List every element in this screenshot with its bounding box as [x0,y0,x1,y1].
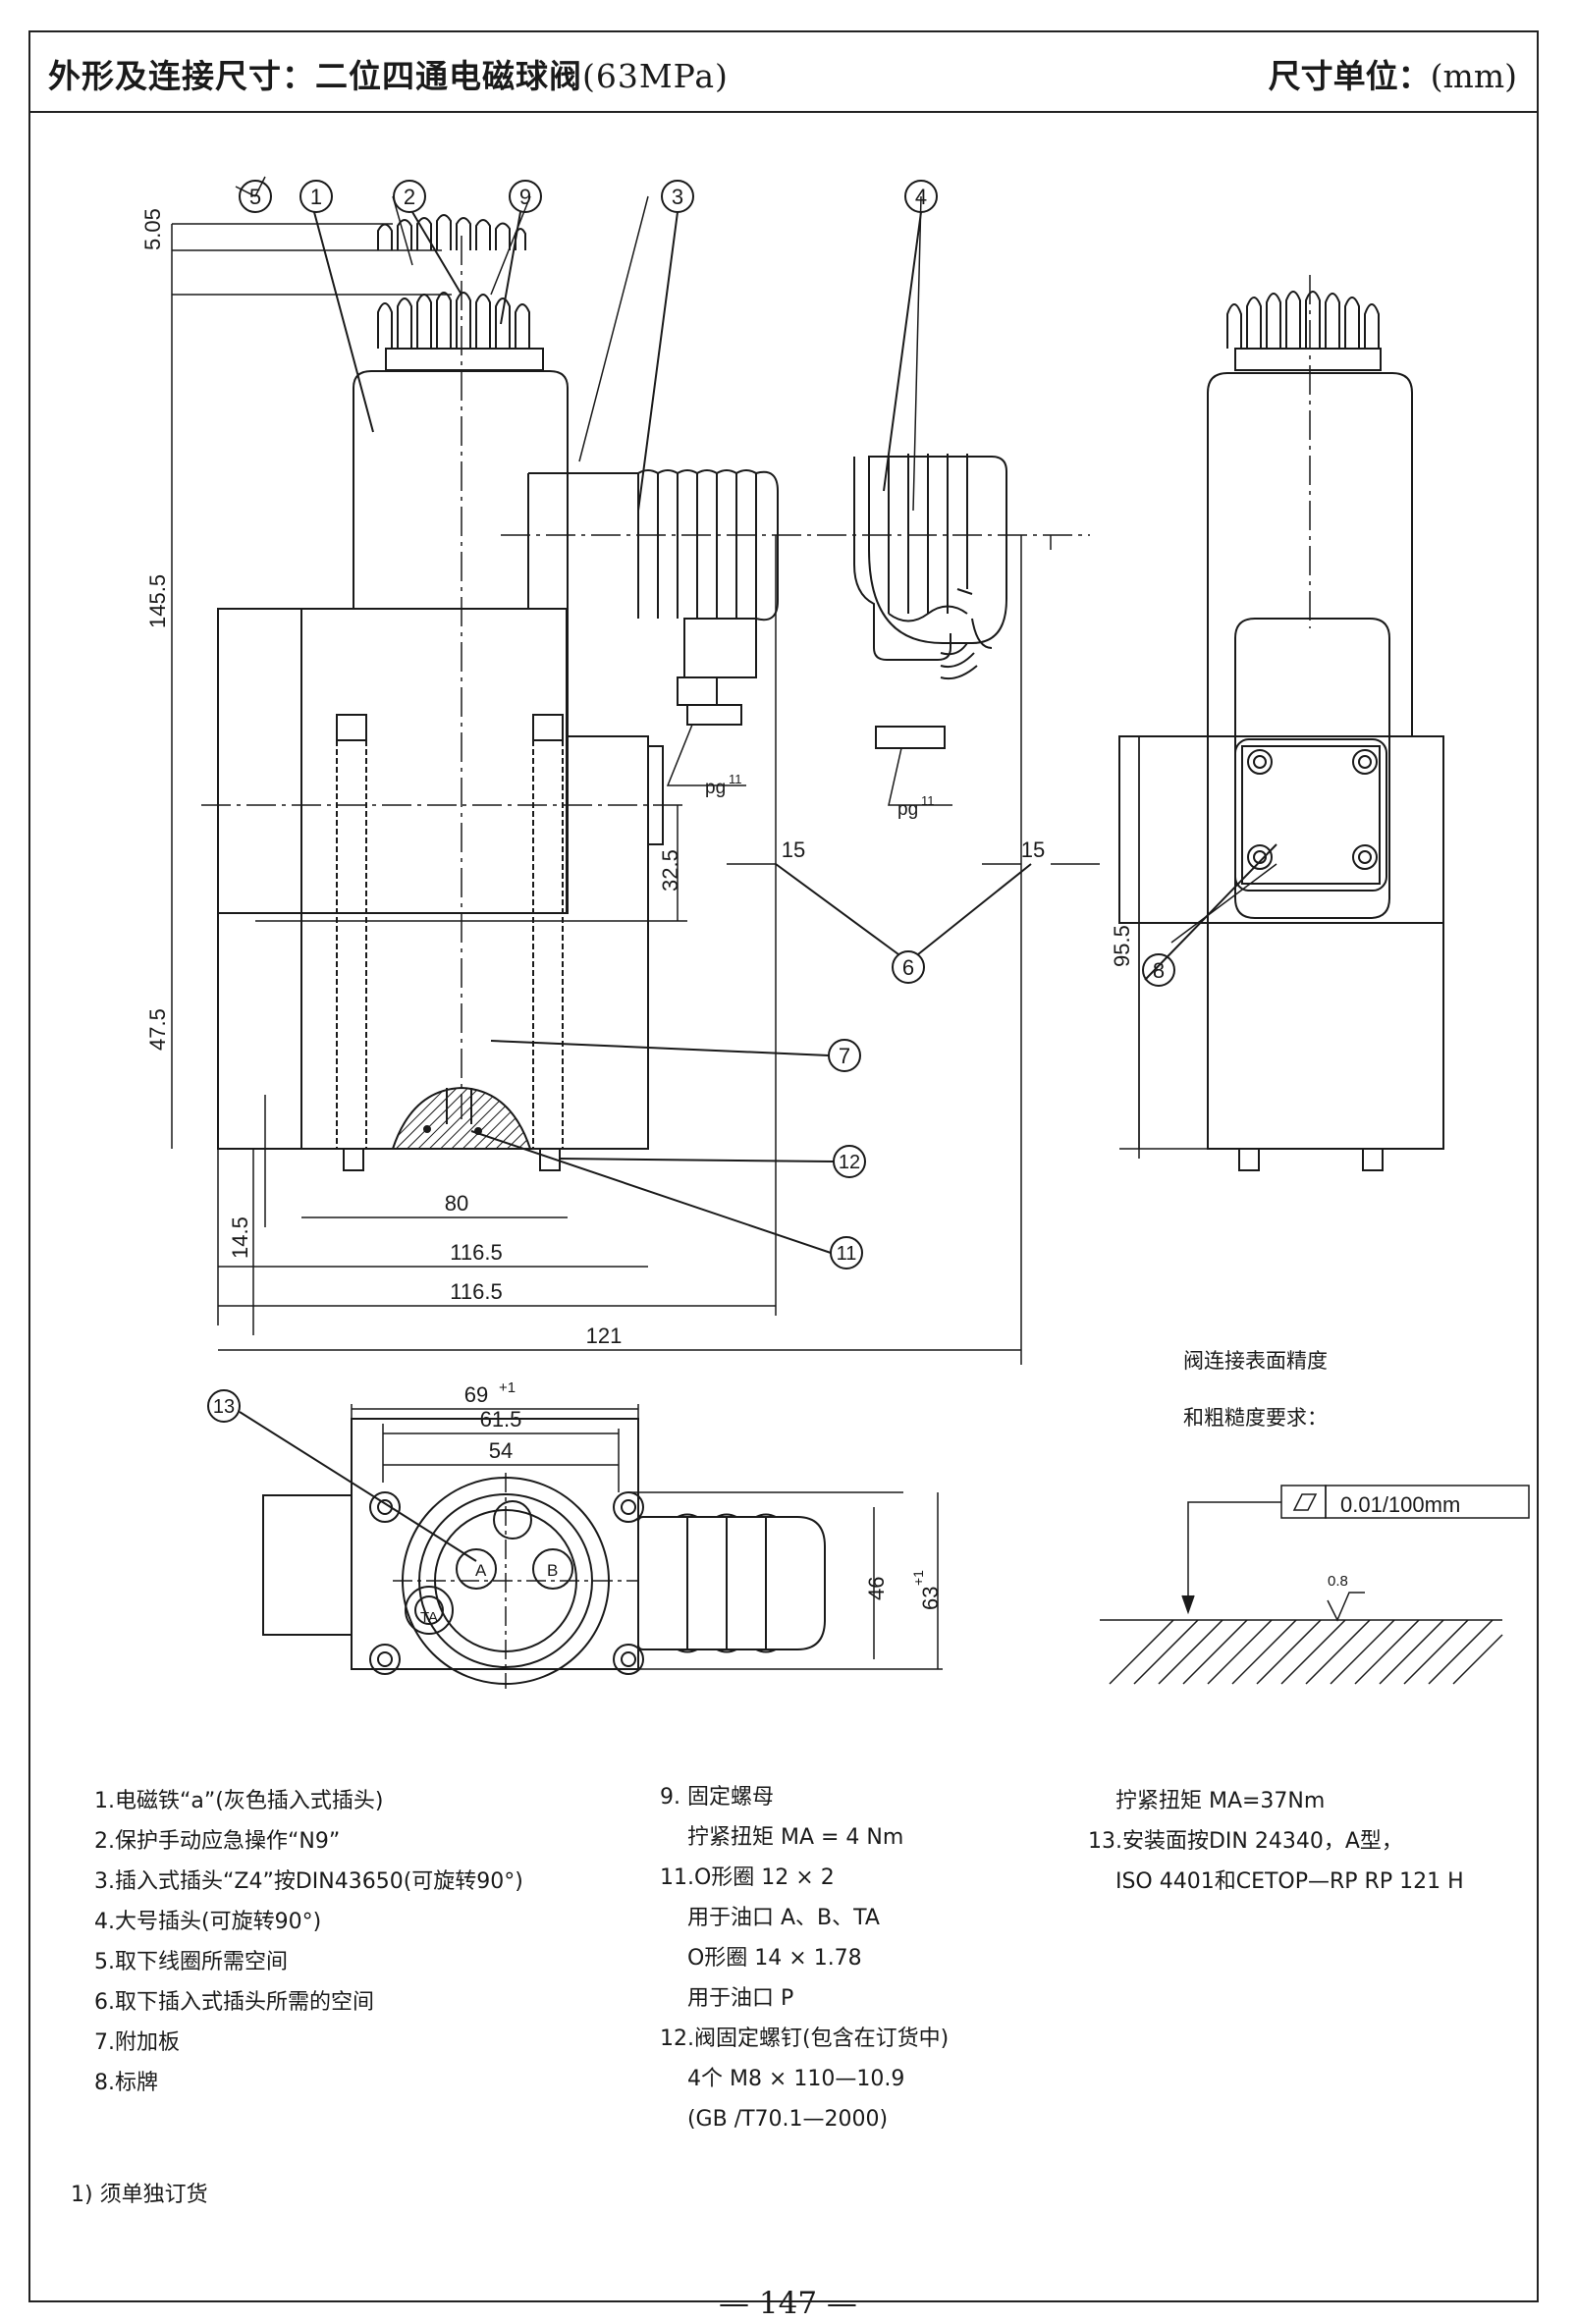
note-13-standards: ISO 4401和CETOP—RP RP 121 H [1088,1869,1464,1894]
callout-13: 13 [207,1389,241,1423]
note-2: 2.保护手动应急操作“N9” [94,1829,341,1854]
note-11: 11.O形圈 12 × 2 [660,1865,835,1890]
svg-text:4: 4 [915,185,927,209]
notes-right: 拧紧扭矩 MA=37Nm 13.安装面按DIN 24340，A型， ISO 44… [1088,1781,1464,1902]
dim-80: 80 [445,1191,468,1216]
svg-text:7: 7 [839,1044,850,1068]
note-12-standard: (GB /T70.1—2000) [660,2107,889,2132]
side-view [201,214,1090,1171]
page-title: 外形及连接尺寸：二位四通电磁球阀(63MPa) [48,50,729,97]
dim-63-tol: +1 [910,1570,926,1586]
dim-15-a: 15 [782,838,805,862]
dim-15-b: 15 [1021,838,1045,862]
callout-5: 5 [239,180,272,213]
callout-1: 1 [299,180,333,213]
unit-mm: (mm) [1430,57,1517,95]
note-4: 4.大号插头(可旋转90°) [94,1910,322,1934]
note-11-ports: 用于油口 A、B、TA [660,1906,880,1930]
note-12-bolts: 4个 M8 × 110—10.9 [660,2067,905,2091]
dim-61-5: 61.5 [480,1407,522,1432]
port-a-label: A [475,1561,487,1580]
page-frame: 外形及连接尺寸：二位四通电磁球阀(63MPa) 尺寸单位：(mm) [28,30,1539,2302]
note-11-port-p: 用于油口 P [660,1986,794,2011]
svg-text:3: 3 [672,185,683,209]
note-6: 6.取下插入式插头所需的空间 [94,1990,374,2015]
svg-text:8: 8 [1153,958,1165,983]
footnote-text: 1) 须单独订货 [71,2183,208,2207]
dim-116-5-b: 116.5 [450,1279,502,1304]
dim-63: 63 [918,1587,943,1610]
callout-2: 2 [393,180,426,213]
port-b-label: B [547,1561,558,1580]
notes-middle: 9. 固定螺母 拧紧扭矩 MA = 4 Nm 11.O形圈 12 × 2 用于油… [660,1777,949,2139]
roughness-value: 0.8 [1328,1573,1348,1590]
svg-text:12: 12 [839,1152,860,1173]
dimension-lines [171,176,1277,1670]
note-1: 1.电磁铁“a”(灰色插入式插头) [94,1789,384,1813]
flatness-value: 0.01/100mm [1340,1492,1460,1517]
note-9-torque: 拧紧扭矩 MA = 4 Nm [660,1825,904,1850]
svg-text:6: 6 [902,955,914,980]
port-ta-label: TA [420,1609,438,1626]
dim-5-05: 5.05 [140,208,165,250]
title-cn: 外形及连接尺寸：二位四通电磁球阀 [48,57,582,95]
svg-text:9: 9 [519,185,531,209]
note-8: 8.标牌 [94,2071,158,2095]
pg-sub-3: 11 [729,772,742,786]
svg-text:2: 2 [404,185,415,209]
note-11-oring-2: O形圈 14 × 1.78 [660,1946,862,1971]
note-12-torque: 拧紧扭矩 MA=37Nm [1088,1789,1326,1813]
svg-text:11: 11 [837,1243,857,1265]
pg-label-3: pg [705,778,726,798]
callout-8: 8 [1142,953,1175,987]
unit-label: 尺寸单位：(mm) [1269,50,1517,97]
unit-cn: 尺寸单位： [1268,57,1431,95]
plug-connector-3 [527,469,779,726]
header-bar: 外形及连接尺寸：二位四通电磁球阀(63MPa) 尺寸单位：(mm) [30,32,1537,113]
note-13: 13.安装面按DIN 24340，A型， [1088,1829,1403,1854]
dim-69-tol: +1 [499,1379,516,1396]
dim-46: 46 [864,1577,889,1600]
note-5: 5.取下线圈所需空间 [94,1950,288,1974]
dim-121: 121 [586,1324,623,1348]
note-7: 7.附加板 [94,2030,180,2055]
note-12: 12.阀固定螺钉(包含在订货中) [660,2027,950,2051]
dim-145-5: 145.5 [145,574,170,628]
title-pressure: (63MPa) [582,57,729,95]
svg-text:13: 13 [213,1396,235,1418]
footnote: 1) 须单独订货 [71,2175,208,2215]
dim-14-5: 14.5 [228,1216,252,1259]
notes-left: 1.电磁铁“a”(灰色插入式插头) 2.保护手动应急操作“N9” 3.插入式插头… [94,1781,523,2103]
callout-9: 9 [509,180,542,213]
surface-title-line1: 阀连接表面精度 [1183,1350,1328,1373]
dim-95-5: 95.5 [1110,925,1134,967]
page-number: — 147 — [719,2286,857,2321]
surface-title-line2: 和粗糙度要求： [1183,1407,1328,1430]
dim-116-5-a: 116.5 [450,1240,502,1265]
dim-47-5: 47.5 [145,1008,170,1051]
dim-69: 69 [464,1382,488,1407]
solenoid-coil [353,370,569,609]
note-3: 3.插入式插头“Z4”按DIN43650(可旋转90°) [94,1869,523,1894]
note-9: 9. 固定螺母 [660,1785,774,1810]
dim-32-5: 32.5 [658,849,682,892]
svg-text:5: 5 [249,185,261,209]
callout-6: 6 [892,950,925,984]
svg-text:1: 1 [310,185,322,209]
dim-54: 54 [489,1438,513,1463]
